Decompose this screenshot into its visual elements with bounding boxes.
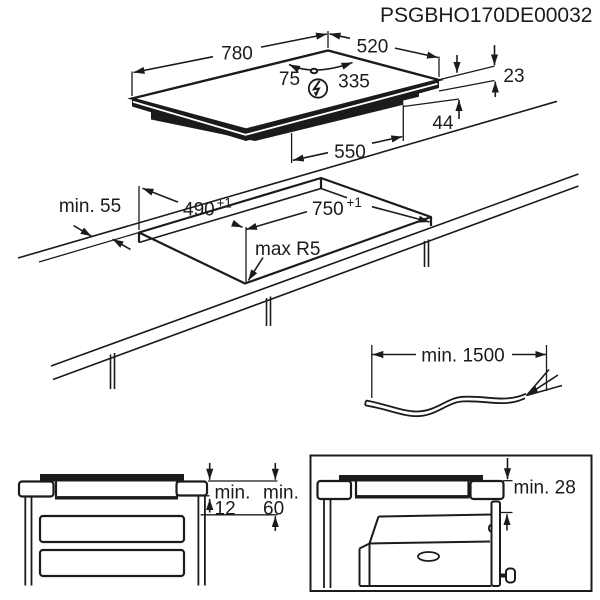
oven-line-3	[368, 516, 380, 544]
dim-label-750-tol: +1	[347, 195, 362, 210]
dimension-780-arrow-1	[133, 55, 214, 74]
dimension-550: 550	[290, 105, 404, 163]
oven-side-panel	[490, 500, 501, 587]
dim-label-min55: min. 55	[59, 196, 121, 217]
dimension-550-arrow-2	[371, 135, 403, 144]
dimension-550-arrow-1	[292, 151, 329, 162]
dimension-min55-arrow-2	[112, 238, 131, 251]
cable-wire-strands-shape-1	[526, 385, 538, 396]
oven-foot-screw-shape-1	[505, 567, 516, 584]
worktop-right-block	[175, 480, 209, 497]
dimension-490: 490 +1	[138, 186, 247, 282]
dim-label-min60-min: min.	[263, 483, 299, 504]
dim-label-44: 44	[432, 113, 454, 134]
hob-box-section-2	[354, 481, 470, 498]
drawer-1	[38, 514, 186, 544]
hob-isometric-drawing: 780 520 75 335 23	[17, 31, 558, 259]
oven	[358, 500, 516, 587]
dimension-780: 780	[131, 31, 329, 96]
cable-wire-strands	[525, 368, 563, 397]
cabinet-side-walls	[24, 495, 206, 586]
dimension-min55-arrow-1	[73, 224, 92, 237]
dimension-min55: min. 55	[38, 196, 140, 263]
dimension-23: 23	[438, 45, 525, 97]
dimension-min12-min60: min. 12 min. 60	[200, 463, 299, 531]
mains-cable-drawing: min. 1500	[364, 345, 563, 418]
dimension-min28: min. 28	[499, 458, 576, 531]
cutout-rim	[137, 176, 433, 285]
cutout-hole	[137, 176, 433, 285]
oven-hinge-bump	[488, 523, 492, 533]
dim-label-min28: min. 28	[514, 478, 576, 499]
frame-border	[309, 454, 593, 592]
dimension-490-arrow-1	[142, 187, 179, 203]
worktop-front-edge-bottom	[52, 185, 579, 381]
dimension-520-arrow-1	[329, 32, 351, 40]
dim-label-550: 550	[334, 142, 366, 163]
hob-box-section	[54, 481, 179, 499]
glass-section	[40, 474, 184, 482]
dimension-750: 750 +1	[245, 195, 430, 231]
dimension-44-line-1	[403, 98, 460, 108]
oven-handle	[417, 551, 440, 562]
electrical-connection-icon-shape-2	[311, 80, 321, 96]
cable-wire-strands-line-3	[526, 384, 563, 397]
dimension-780-arrow-2	[260, 32, 328, 48]
hob-glass-top	[127, 49, 444, 131]
dim-label-min12-val: 12	[215, 499, 236, 520]
oven-line-2	[369, 540, 491, 545]
oven-line-6	[359, 542, 370, 550]
dim-label-maxR5: max R5	[255, 239, 320, 260]
oven-line-1	[378, 513, 492, 518]
glass-section-2	[339, 475, 483, 482]
electrical-connection-icon-shape-3	[313, 91, 319, 97]
dimension-23-line-2	[438, 79, 495, 92]
cable-outline-top	[365, 392, 527, 413]
dimension-75-335: 75 335	[279, 61, 370, 93]
cable-outline-bottom	[364, 397, 526, 418]
worktop-cutout-drawing: min. 55 490 +1 750 +1 max R5	[38, 173, 579, 389]
dim-label-520: 520	[357, 37, 389, 58]
glass-edge-highlight	[132, 82, 438, 136]
counter-back-edge-line	[17, 100, 558, 259]
worktop-front-edge-top	[50, 173, 579, 367]
connection-hole	[309, 67, 319, 75]
model-code: PSGBHO170DE00032	[380, 4, 592, 27]
dimension-520-arrow-2	[394, 47, 439, 59]
dimension-23-line-1	[439, 65, 495, 81]
drawer-2	[38, 548, 186, 578]
electrical-connection-icon	[307, 78, 329, 99]
dimension-44: 44	[403, 98, 463, 134]
dim-label-min1500: min. 1500	[421, 346, 504, 367]
hob-glass-edge	[132, 80, 439, 141]
dimension-750-arrow-2	[371, 205, 430, 223]
oven-foot-screw	[500, 567, 516, 584]
worktop-left-block-2	[316, 479, 353, 501]
worktop-left-block	[17, 480, 55, 498]
dimension-maxR5: max R5	[247, 239, 320, 281]
dimension-490-arrow-2	[230, 219, 243, 229]
dim-label-490: 490	[183, 200, 215, 221]
dim-label-min12-min: min.	[215, 483, 251, 504]
dim-label-490-tol: +1	[217, 196, 232, 211]
cabinet-wall-lines	[109, 239, 430, 389]
dim-label-335: 335	[338, 72, 370, 93]
hob-body	[151, 92, 419, 141]
dim-label-75: 75	[279, 69, 300, 90]
mains-cable-drawing-line-3	[364, 400, 367, 406]
dimension-min55-line-1	[38, 231, 140, 263]
dimension-520: 520	[329, 32, 440, 77]
worktop-right-block-2	[469, 479, 505, 501]
drawer-clearance-drawing: min. 12 min. 60	[17, 463, 299, 586]
dim-label-750: 750	[312, 199, 344, 220]
dim-label-23: 23	[503, 66, 524, 87]
dimension-maxR5-arrow-1	[247, 257, 264, 281]
dim-label-min60-val: 60	[263, 499, 284, 520]
dimension-750-arrow-1	[245, 210, 308, 231]
dim-label-780: 780	[221, 44, 253, 65]
oven-clearance-drawing: min. 28	[309, 454, 593, 592]
